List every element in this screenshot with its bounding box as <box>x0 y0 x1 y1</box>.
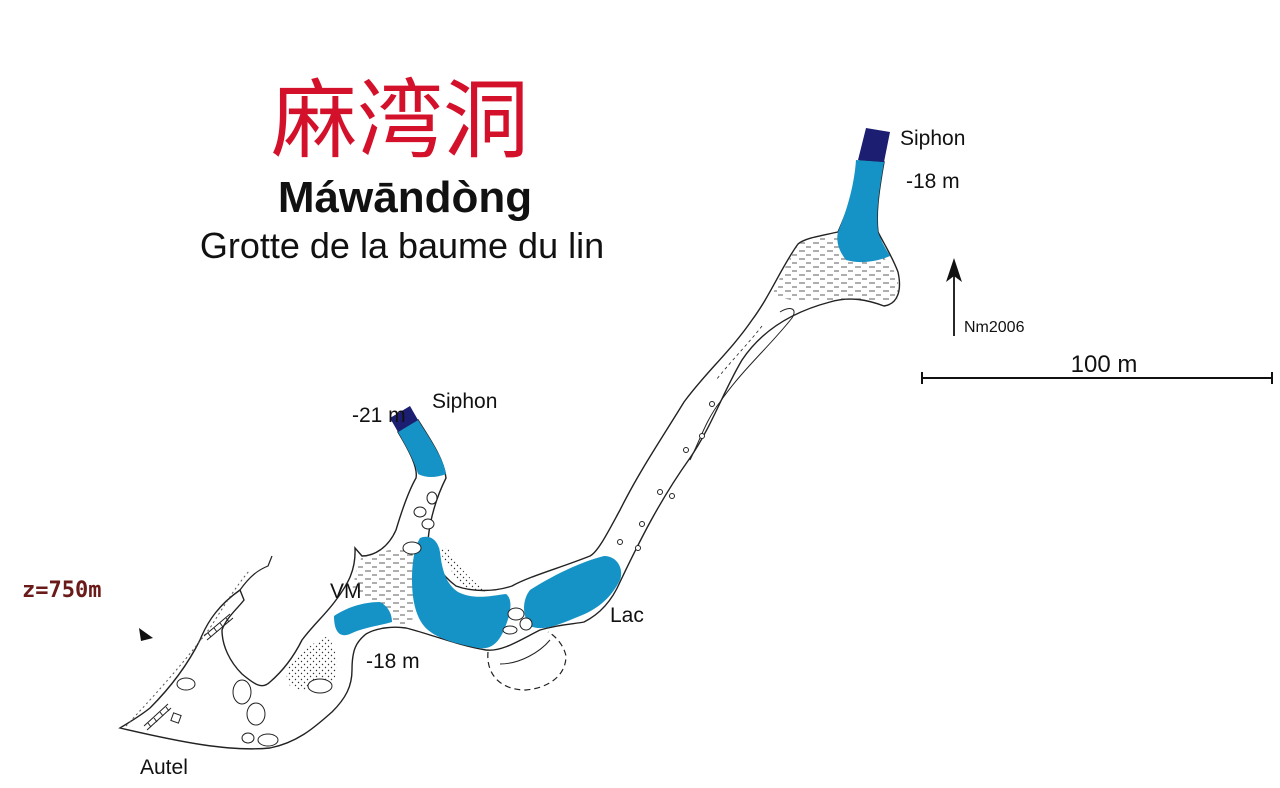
entrance-arrow <box>139 628 153 641</box>
water-top <box>837 160 890 263</box>
lower-alcove <box>487 631 567 691</box>
north-arrow-label: Nm2006 <box>964 319 1025 336</box>
label-autel: Autel <box>140 756 188 779</box>
boulders <box>170 401 715 747</box>
label-siphon-top: Siphon <box>900 127 965 150</box>
ladder-lower <box>143 703 172 731</box>
ramp-line-2 <box>715 325 763 381</box>
water-main <box>412 536 511 649</box>
ramp-line <box>689 308 795 461</box>
scale-bar: 100 m <box>921 351 1273 384</box>
french-title: Grotte de la baume du lin <box>200 225 604 266</box>
water-mid-siphon <box>398 420 446 477</box>
chinese-title: 麻湾洞 <box>271 71 529 171</box>
scale-bar-label: 100 m <box>1071 351 1138 378</box>
label-lac: Lac <box>610 604 644 627</box>
cave-passage <box>118 128 901 750</box>
siphon-top-sump <box>858 128 890 162</box>
sand-zone-bend <box>436 548 486 592</box>
water-lac <box>524 556 622 629</box>
label-vm: VM <box>330 580 362 603</box>
siphon-mid-sump <box>390 406 418 432</box>
label-siphon-mid: Siphon <box>432 390 497 413</box>
sand-zone <box>286 636 337 691</box>
lower-alcove-inner <box>499 639 551 665</box>
pinyin-title: Máwāndòng <box>278 173 532 222</box>
north-arrow-head <box>946 258 962 282</box>
entrance-slope <box>125 569 251 727</box>
label-depth-low: -18 m <box>366 650 420 673</box>
label-depth-mid: -21 m <box>352 404 406 427</box>
altitude-label: z=750m <box>22 578 101 603</box>
entrance-wall <box>239 555 273 591</box>
clay-zone-upper <box>772 235 899 303</box>
label-depth-top: -18 m <box>906 170 960 193</box>
clay-zone-mid <box>352 548 415 624</box>
water-vm <box>334 602 392 636</box>
north-arrow: Nm2006 <box>946 258 1025 336</box>
ladder-upper <box>203 613 234 641</box>
